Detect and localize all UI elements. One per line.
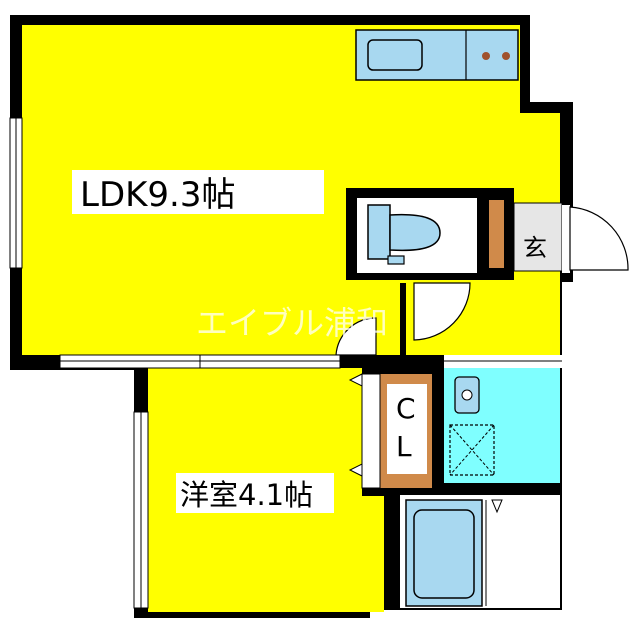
hall-wall: [400, 283, 406, 355]
bathtub-icon: [405, 499, 483, 607]
western-label-box: [176, 473, 334, 513]
kitchen-counter: [355, 29, 519, 81]
watermark: エイブル浦和: [196, 304, 388, 342]
sliding-door-ldk[interactable]: [59, 354, 341, 369]
shoe-box: [489, 200, 504, 268]
ldk-label: LDK9.3帖: [80, 175, 236, 215]
sink-icon: [454, 376, 480, 414]
bath-door[interactable]: [485, 499, 556, 606]
washing-machine-icon: [449, 424, 495, 476]
western-label: 洋室4.1帖: [180, 478, 313, 512]
entrance-label: 玄: [523, 234, 547, 262]
closet-door[interactable]: [348, 373, 381, 489]
closet-label-box: [387, 384, 427, 474]
wash-wall-bottom: [438, 483, 562, 495]
entrance-door[interactable]: [562, 205, 629, 273]
ldk-window-left: [9, 117, 23, 269]
closet-label-l: L: [396, 430, 412, 463]
western-room-door[interactable]: [335, 317, 377, 356]
ldk-label-box: [72, 170, 324, 214]
hall-door[interactable]: [413, 282, 471, 341]
toilet-icon: [367, 204, 441, 265]
western-window-left: [133, 411, 149, 609]
bath-wall-left: [388, 495, 400, 610]
closet-label-c: C: [396, 392, 416, 425]
stove-icon: [482, 52, 510, 60]
